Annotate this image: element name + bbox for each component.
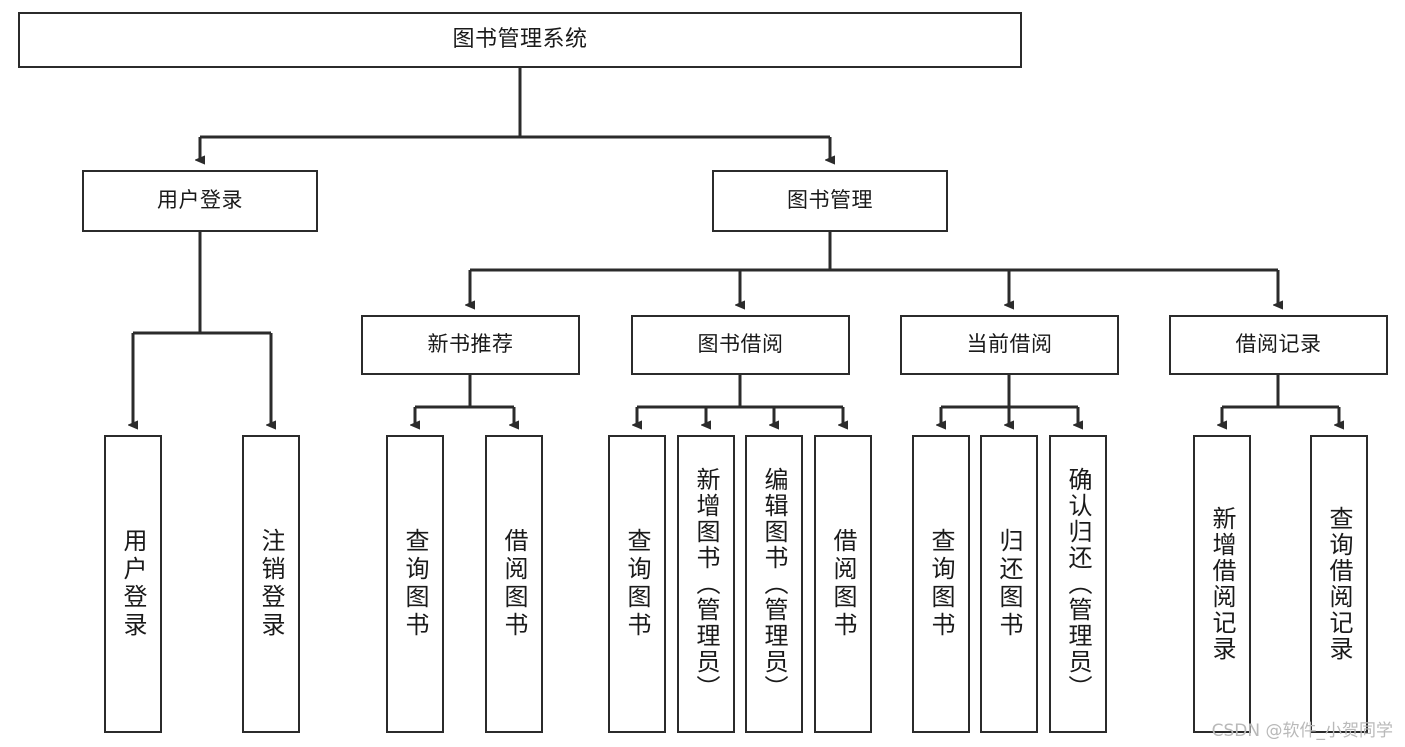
node-label: 借阅图书 <box>829 528 857 640</box>
node-label: 用户登录 <box>119 528 147 640</box>
node-book-management[interactable]: 图书管理 <box>712 170 948 232</box>
node-label: 新增借阅记录 <box>1208 506 1236 662</box>
csdn-watermark: CSDN @软件_小贺同学 <box>1211 721 1393 741</box>
node-label: 新增图书（管理员） <box>692 467 720 701</box>
node-current-borrow[interactable]: 当前借阅 <box>900 315 1119 375</box>
node-label: 新书推荐 <box>427 332 514 357</box>
node-label: 查询图书 <box>401 528 429 640</box>
node-borrow-record[interactable]: 借阅记录 <box>1169 315 1388 375</box>
node-label: 归还图书 <box>995 528 1023 640</box>
leaf-confirm-return-admin[interactable]: 确认归还（管理员） <box>1049 435 1107 733</box>
node-label: 当前借阅 <box>966 332 1053 357</box>
node-label: 查询图书 <box>927 528 955 640</box>
node-label: 查询借阅记录 <box>1325 506 1353 662</box>
node-label: 图书管理 <box>787 188 873 213</box>
node-new-book-recommend[interactable]: 新书推荐 <box>361 315 580 375</box>
leaf-add-borrow-record[interactable]: 新增借阅记录 <box>1193 435 1251 733</box>
leaf-user-login[interactable]: 用户登录 <box>104 435 162 733</box>
node-user-login[interactable]: 用户登录 <box>82 170 318 232</box>
node-label: 借阅记录 <box>1235 332 1322 357</box>
leaf-query-book-current[interactable]: 查询图书 <box>912 435 970 733</box>
node-label: 确认归还（管理员） <box>1064 467 1092 701</box>
leaf-query-borrow-record[interactable]: 查询借阅记录 <box>1310 435 1368 733</box>
node-root-book-management-system[interactable]: 图书管理系统 <box>18 12 1022 68</box>
leaf-add-book-admin[interactable]: 新增图书（管理员） <box>677 435 735 733</box>
node-label: 图书借阅 <box>697 332 784 357</box>
leaf-borrow-book-recommend[interactable]: 借阅图书 <box>485 435 543 733</box>
node-label: 编辑图书（管理员） <box>760 467 788 701</box>
leaf-logout-login[interactable]: 注销登录 <box>242 435 300 733</box>
leaf-borrow-book[interactable]: 借阅图书 <box>814 435 872 733</box>
node-label: 借阅图书 <box>500 528 528 640</box>
node-label: 查询图书 <box>623 528 651 640</box>
leaf-query-book-recommend[interactable]: 查询图书 <box>386 435 444 733</box>
node-book-borrow[interactable]: 图书借阅 <box>631 315 850 375</box>
leaf-query-book-borrow[interactable]: 查询图书 <box>608 435 666 733</box>
node-label: 用户登录 <box>157 188 243 213</box>
leaf-edit-book-admin[interactable]: 编辑图书（管理员） <box>745 435 803 733</box>
node-label: 图书管理系统 <box>452 26 588 52</box>
node-label: 注销登录 <box>257 528 285 640</box>
leaf-return-book[interactable]: 归还图书 <box>980 435 1038 733</box>
